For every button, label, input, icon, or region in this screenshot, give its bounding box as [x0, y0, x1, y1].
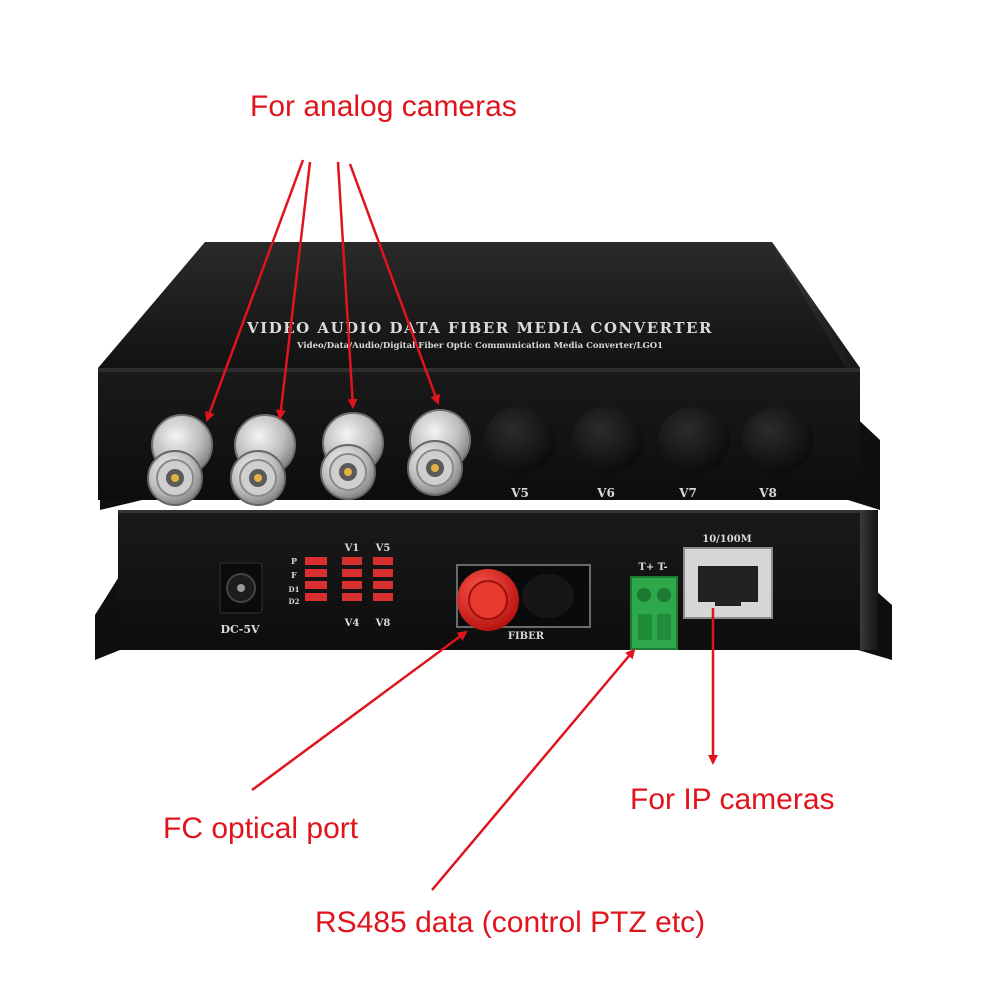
callout-ip-cameras: For IP cameras [630, 783, 835, 816]
panel-title: VIDEO AUDIO DATA FIBER MEDIA CONVERTER [246, 319, 713, 337]
blank-plug-v7 [658, 407, 730, 473]
callout-rs485-data: RS485 data (control PTZ etc) [315, 906, 706, 939]
blank-plug-v5 [484, 407, 556, 473]
led-col2-bottom-label: V8 [375, 618, 391, 629]
blank-plug-v6 [572, 407, 644, 473]
arrow-analog-4 [348, 163, 440, 405]
led-col1-top-label: V1 [344, 543, 360, 554]
led-column-status [305, 557, 327, 601]
bottom-unit: DC-5V P F D1 D2 V1 V4 V5 V8 [95, 510, 892, 660]
dc-power-jack [219, 562, 263, 614]
arrow-analog-1 [205, 159, 305, 422]
callout-analog-cameras: For analog cameras [250, 90, 517, 123]
led-column-v1-v4 [342, 557, 362, 601]
arrow-analog-2 [275, 161, 312, 420]
bnc-connector-3 [320, 412, 384, 500]
led-col2-top-label: V5 [375, 543, 391, 554]
arrow-analog-3 [336, 161, 358, 409]
blank-plug-v8 [741, 407, 813, 473]
power-label: DC-5V [220, 623, 260, 636]
bnc-connector-2 [230, 414, 296, 506]
bnc-connector-4 [407, 409, 471, 496]
led-label-d2: D2 [289, 597, 300, 606]
arrow-fc-port [251, 630, 468, 792]
panel-subtitle: Video/Data/Audio/Digital Fiber Optic Com… [296, 341, 663, 351]
rj45-label: 10/100M [702, 534, 752, 545]
arrow-rs485 [431, 648, 636, 891]
port-label-v5: V5 [510, 486, 529, 500]
led-label-f: F [291, 570, 297, 580]
annotation-arrows [205, 159, 718, 891]
led-label-p: P [291, 556, 297, 566]
led-col1-bottom-label: V4 [344, 618, 360, 629]
callout-fc-optical-port: FC optical port [163, 812, 359, 845]
fiber-label: FIBER [508, 631, 545, 642]
port-label-v6: V6 [596, 486, 615, 500]
rs485-terminal-label: T+ T- [638, 562, 667, 573]
fc-optical-port [456, 564, 591, 631]
led-label-d1: D1 [289, 585, 300, 594]
bnc-connector-1 [147, 414, 213, 506]
port-label-v7: V7 [678, 486, 697, 500]
port-label-v8: V8 [758, 486, 777, 500]
led-column-v5-v8 [373, 557, 393, 601]
rj45-port [683, 547, 773, 619]
rs485-terminal-block [630, 576, 678, 650]
top-unit: VIDEO AUDIO DATA FIBER MEDIA CONVERTER V… [98, 242, 880, 510]
